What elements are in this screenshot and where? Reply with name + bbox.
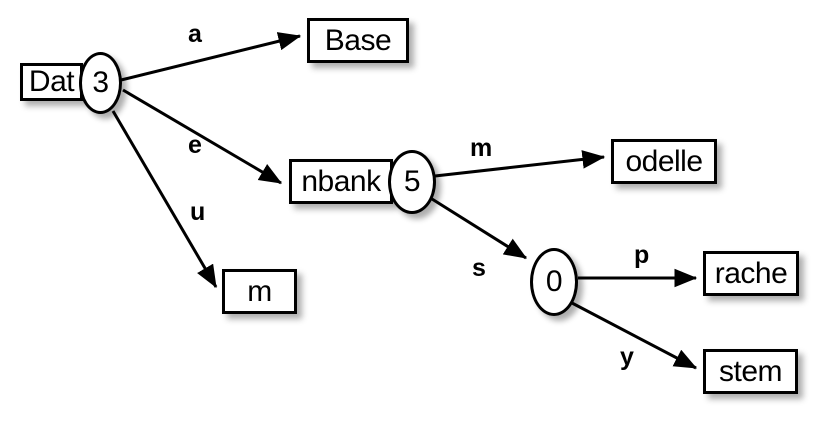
- edge-label-s: s: [472, 254, 486, 282]
- node-m[interactable]: m: [222, 269, 297, 314]
- edge-label-u: u: [190, 198, 206, 226]
- node-5[interactable]: 5: [388, 150, 436, 214]
- edge-s: [431, 197, 528, 260]
- edge-label-a: a: [188, 20, 202, 48]
- node-label: Base: [324, 23, 392, 57]
- node-label: nbank: [301, 164, 381, 198]
- node-nbank[interactable]: nbank: [289, 159, 393, 204]
- edge-label-e: e: [188, 131, 202, 159]
- node-label: stem: [718, 354, 783, 388]
- node-dat[interactable]: Dat: [20, 63, 83, 101]
- node-rache[interactable]: rache: [703, 251, 799, 296]
- node-label: 3: [92, 66, 109, 99]
- edge-label-p: p: [634, 241, 650, 269]
- node-label: odelle: [625, 144, 703, 178]
- node-label: m: [247, 274, 272, 308]
- edge-label-y: y: [620, 343, 634, 371]
- edge-label-m: m: [470, 134, 493, 162]
- edge-a: [120, 32, 302, 82]
- node-label: 0: [545, 265, 563, 298]
- edge-m: [434, 150, 606, 178]
- node-odelle[interactable]: odelle: [611, 139, 717, 184]
- node-base[interactable]: Base: [307, 18, 409, 63]
- node-label: Dat: [28, 65, 75, 98]
- node-3[interactable]: 3: [79, 52, 122, 114]
- node-label: 5: [403, 165, 421, 198]
- edge-y: [571, 301, 698, 370]
- node-0[interactable]: 0: [530, 248, 578, 316]
- node-stem[interactable]: stem: [703, 349, 798, 394]
- node-label: rache: [714, 256, 788, 290]
- edge-e: [122, 88, 283, 185]
